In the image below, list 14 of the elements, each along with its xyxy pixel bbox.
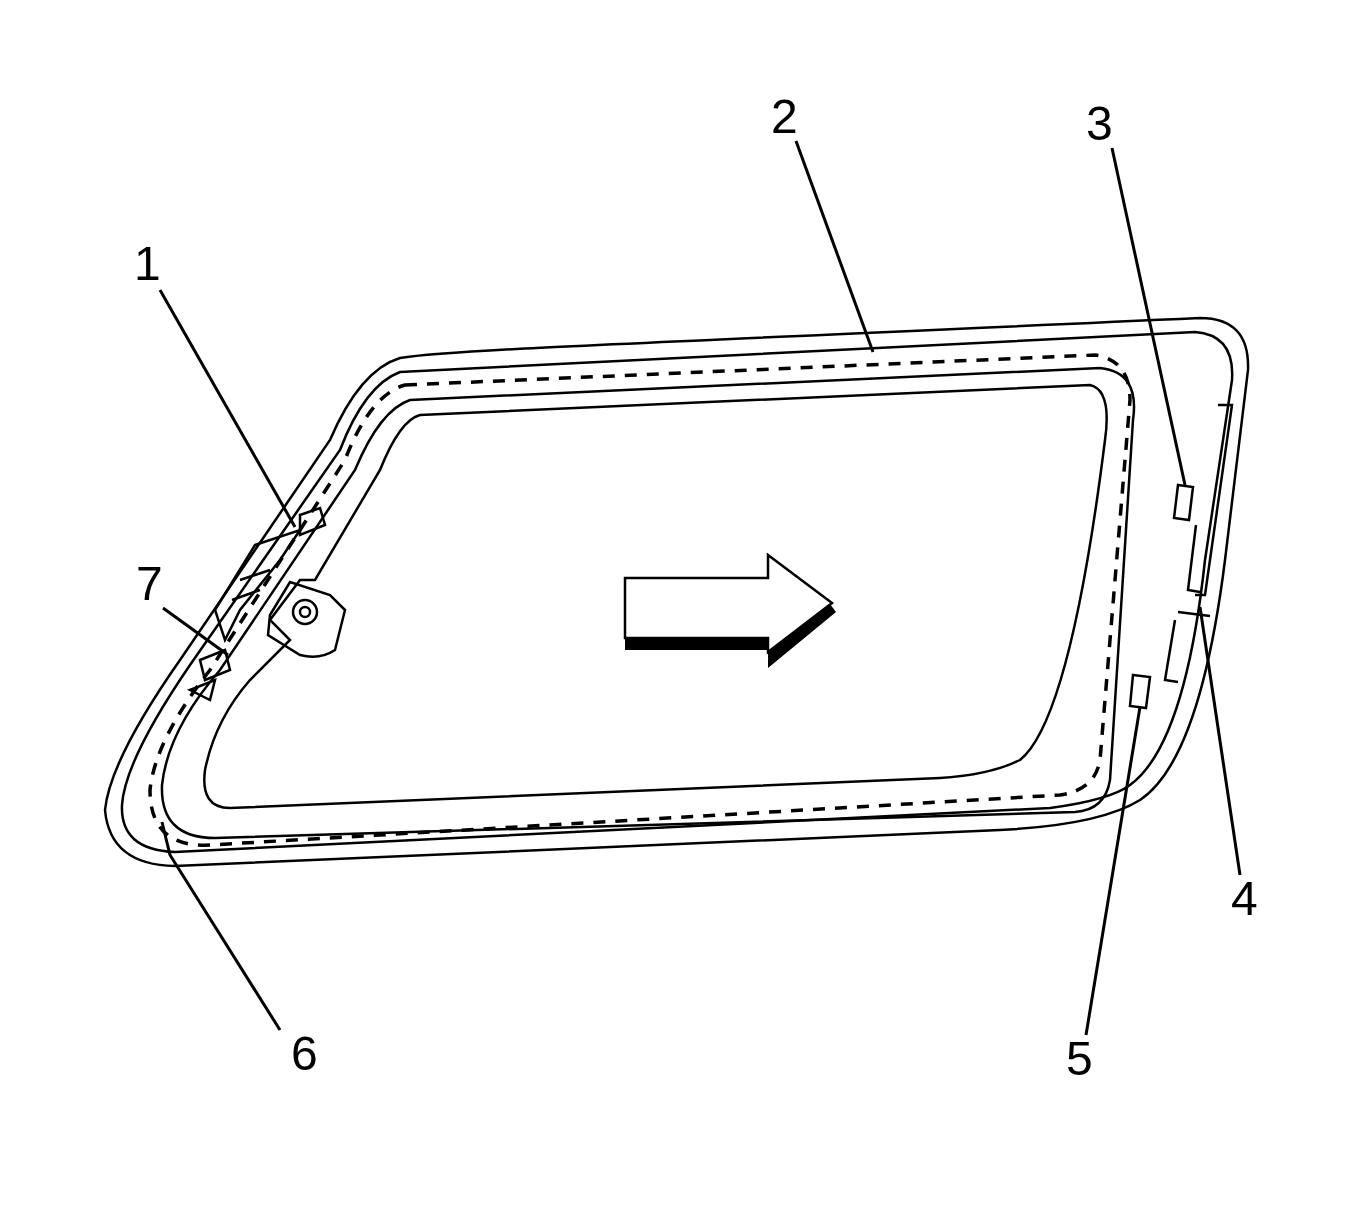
callout-number: 3: [1086, 100, 1113, 148]
callout-number: 4: [1231, 875, 1258, 923]
callout-number: 2: [771, 93, 798, 141]
leader-line: [160, 821, 282, 1031]
callout-number: 7: [136, 560, 163, 608]
callout-number: 1: [134, 240, 161, 288]
callout-number: 6: [291, 1030, 318, 1078]
leader-line: [162, 606, 229, 657]
callout-number: 5: [1066, 1035, 1093, 1083]
leader-line: [794, 140, 875, 353]
leader-line: [158, 289, 297, 528]
leader-line: [1084, 706, 1142, 1036]
leader-line: [1110, 147, 1187, 486]
leader-line: [1198, 606, 1242, 876]
